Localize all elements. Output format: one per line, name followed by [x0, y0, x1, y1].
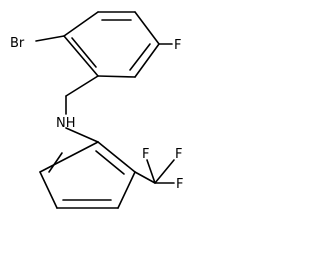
- bond: [97, 75, 136, 78]
- lower-benzene-ring: [39, 141, 136, 209]
- bond: [63, 11, 99, 37]
- bond: [63, 35, 99, 77]
- double-bond-inner: [48, 152, 63, 173]
- nh-label: NH: [56, 116, 76, 131]
- bond: [39, 141, 99, 173]
- cf3-fluorine-right-label: F: [176, 177, 183, 192]
- cf3-bond-top-left: [146, 159, 156, 184]
- bond-to-methylene: [65, 75, 99, 97]
- double-bond-inner: [71, 37, 97, 68]
- cf3-fluorine-top-right-label: F: [175, 147, 182, 162]
- bond: [39, 171, 58, 209]
- upper-benzene-ring: [63, 11, 160, 78]
- double-bond-inner: [95, 150, 125, 175]
- cf3-fluorine-top-left-label: F: [142, 147, 149, 162]
- bromine-label: Br: [10, 36, 25, 51]
- cf3-bond-top-right: [154, 159, 175, 184]
- bond: [117, 171, 136, 209]
- bond: [97, 141, 136, 173]
- structure-diagram: Br F NH F F F: [10, 11, 183, 209]
- bond: [134, 43, 160, 78]
- bond-to-cf3-carbon: [134, 171, 156, 184]
- bond: [134, 11, 160, 45]
- double-bond-inner: [129, 43, 151, 71]
- fluorine-label: F: [174, 38, 181, 53]
- nitrogen-to-ring: [65, 127, 99, 143]
- bond-to-bromine: [35, 35, 65, 42]
